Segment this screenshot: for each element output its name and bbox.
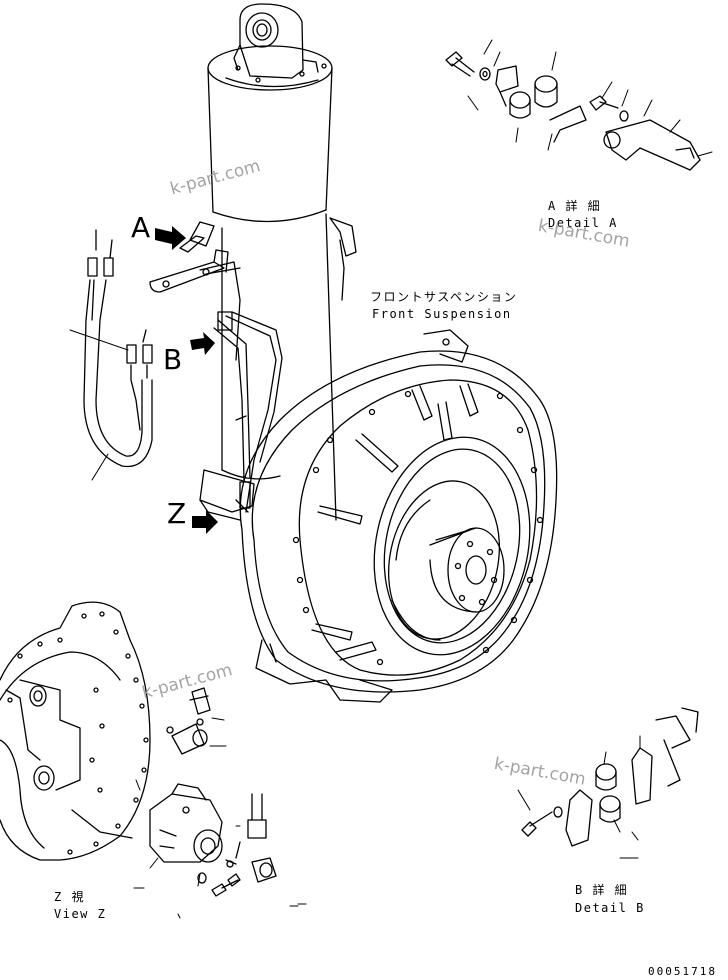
brake-pipe-assembly [149, 221, 283, 513]
detail-b-parts [517, 707, 699, 847]
view-z-label-en: View Z [54, 907, 107, 921]
suspension-cylinder [199, 3, 357, 521]
drawing-code: 00051718 [648, 965, 717, 978]
hose-pair [69, 229, 153, 481]
view-letter-b: B [163, 343, 183, 376]
front-suspension-label-jp: フロントサスペンション [370, 290, 518, 304]
front-suspension-label-en: Front Suspension [372, 307, 512, 321]
view-z-label-jp: Z 視 [54, 890, 85, 904]
view-letter-z: Z [167, 497, 187, 530]
detail-a-label-en: Detail A [548, 216, 618, 230]
detail-b-label-en: Detail B [575, 901, 645, 915]
final-drive-housing [239, 329, 558, 703]
detail-b-label-jp: B 詳 細 [575, 883, 629, 897]
view-arrows [155, 226, 218, 534]
view-letter-a: A [131, 211, 151, 244]
detail-a-label-jp: A 詳 細 [548, 199, 602, 213]
detail-a-parts [445, 39, 713, 171]
view-z-parts [0, 601, 299, 919]
